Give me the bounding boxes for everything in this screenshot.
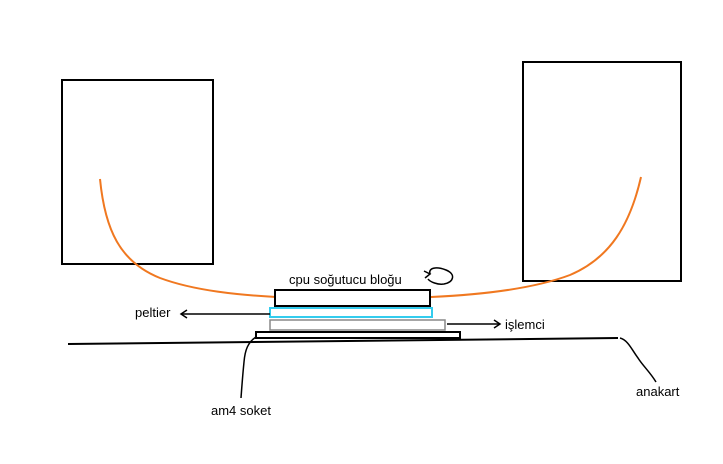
motherboard-label: anakart [636,384,680,399]
cooler-block [274,289,431,307]
cpu-arrowhead [493,319,502,329]
cpu-label: işlemci [505,317,545,332]
right-radiator-box [522,61,682,282]
left-tube [99,178,277,298]
right-tube [430,176,642,298]
cooler-block-label: cpu soğutucu bloğu [289,272,402,287]
cooler-curl-arrow [427,267,454,285]
cpu-chip [269,319,446,331]
socket-label: am4 soket [211,403,271,418]
cooler-curl-arrowhead [423,270,432,279]
motherboard-leader-line [619,337,657,383]
motherboard-line [67,337,619,345]
peltier-label: peltier [135,305,171,320]
peltier-plate [269,307,433,318]
socket-leader-line [240,336,257,399]
left-radiator-box [61,79,214,265]
am4-socket [255,331,461,339]
peltier-arrowhead [179,309,188,319]
